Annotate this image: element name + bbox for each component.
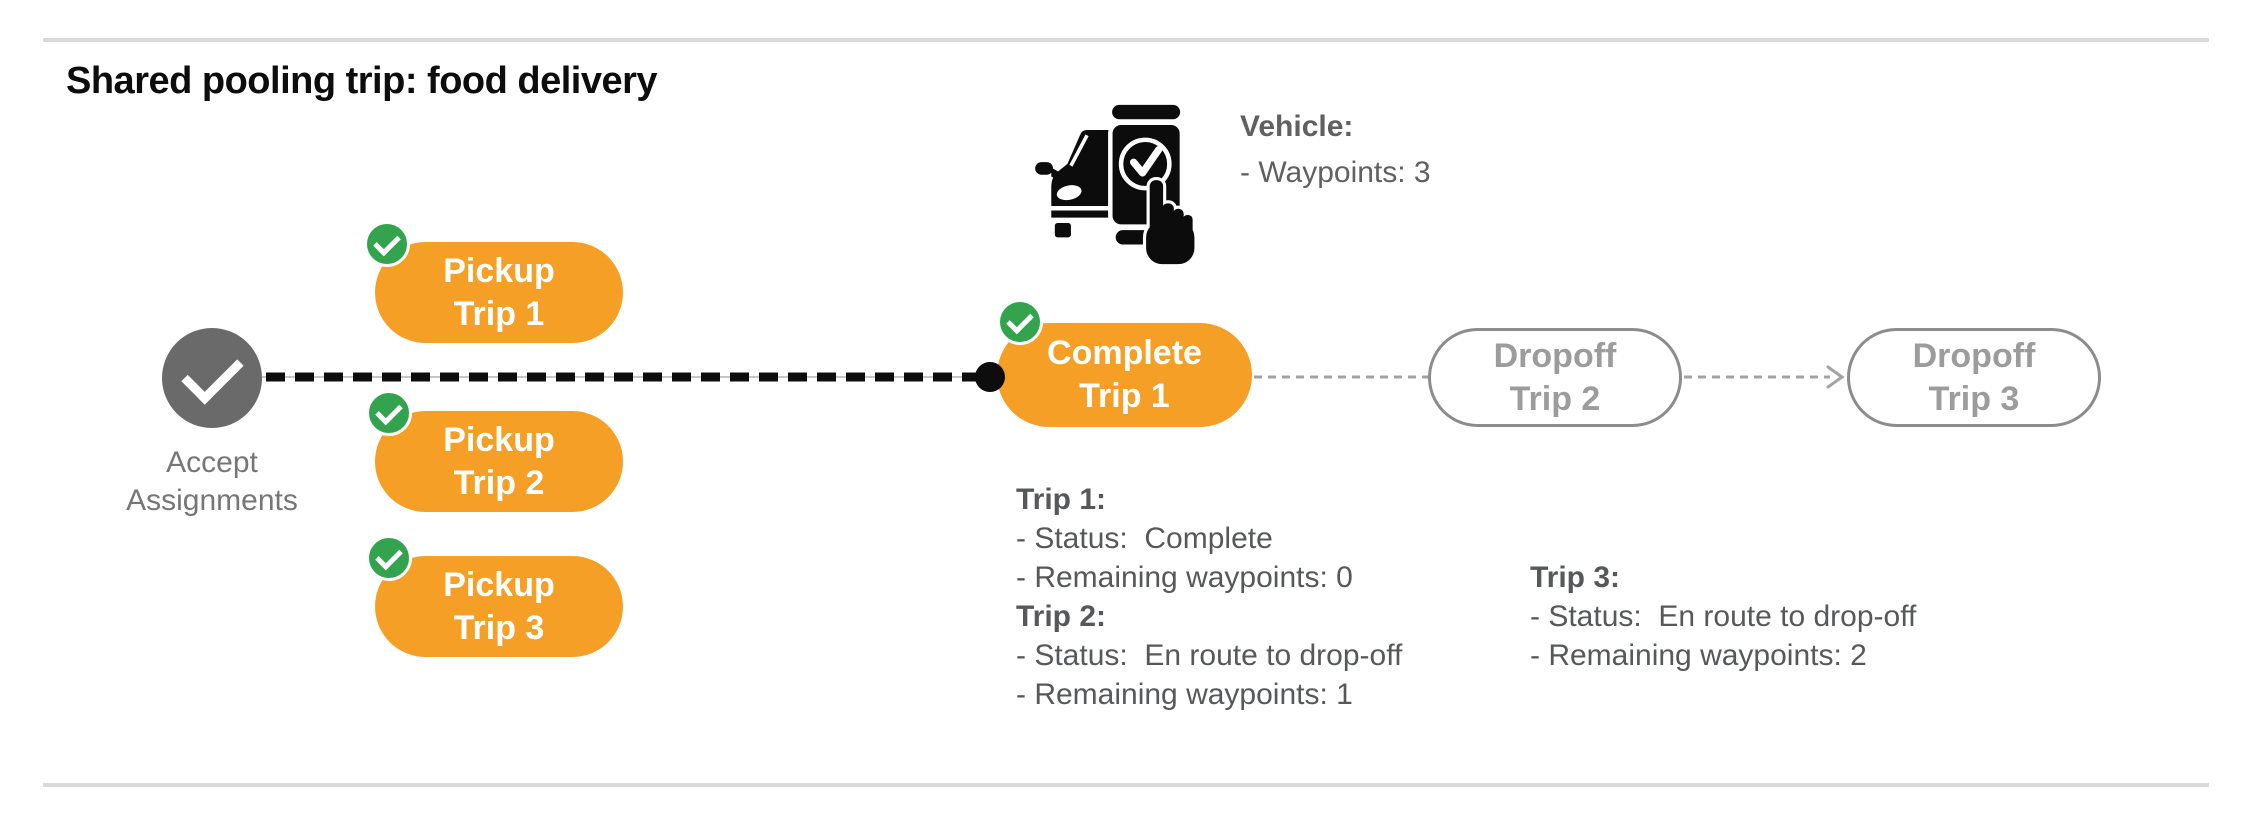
pickup-trip-1-node: Pickup Trip 1 <box>375 242 623 343</box>
dropoff-connector-2 <box>1684 365 1845 389</box>
check-badge <box>366 535 412 581</box>
page-title: Shared pooling trip: food delivery <box>66 60 658 102</box>
dropoff-connector-1 <box>1254 375 1428 379</box>
pill-line: Trip 3 <box>453 608 545 647</box>
trip-3-details: Trip 3: - Status: En route to drop-off -… <box>1530 558 1916 675</box>
trip-3-heading: Trip 3: <box>1530 561 1621 594</box>
trip-1-status: - Status: Complete <box>1016 522 1273 555</box>
trip-3-remaining: - Remaining waypoints: 2 <box>1530 639 1867 672</box>
check-icon <box>375 542 403 570</box>
pill-line: Trip 2 <box>453 463 545 502</box>
check-icon <box>375 397 403 425</box>
bottom-divider <box>43 783 2209 787</box>
accept-label-line1: Accept <box>166 446 258 479</box>
pill-line: Pickup <box>443 251 555 290</box>
pill-line: Dropoff <box>1493 336 1617 375</box>
check-badge <box>997 299 1043 345</box>
pill-line: Pickup <box>443 420 555 459</box>
complete-trip-1-node: Complete Trip 1 <box>997 323 1252 427</box>
trip-2-status: - Status: En route to drop-off <box>1016 639 1403 672</box>
vehicle-legend: Vehicle: - Waypoints: 3 <box>1240 104 1431 196</box>
trip-1-heading: Trip 1: <box>1016 483 1107 516</box>
check-icon <box>1006 306 1034 334</box>
pill-line: Dropoff <box>1912 336 2036 375</box>
pill-line: Complete <box>1047 334 1202 372</box>
pickup-trip-2-node: Pickup Trip 2 <box>375 411 623 512</box>
car-phone-check-icon <box>1035 104 1198 268</box>
trip-1-remaining: - Remaining waypoints: 0 <box>1016 561 1353 594</box>
assignment-dashed-connector <box>262 372 988 382</box>
accept-label-line2: Assignments <box>126 484 298 517</box>
check-badge <box>364 221 410 267</box>
trip-2-heading: Trip 2: <box>1016 600 1107 633</box>
trip-2-remaining: - Remaining waypoints: 1 <box>1016 678 1353 711</box>
pickup-trip-3-node: Pickup Trip 3 <box>375 556 623 657</box>
pill-line: Trip 1 <box>1079 377 1170 415</box>
pill-line: Trip 1 <box>453 294 545 333</box>
accept-assignments-label: Accept Assignments <box>62 444 362 520</box>
accept-assignments-node <box>162 328 262 428</box>
pill-line: Pickup <box>443 565 555 604</box>
check-badge <box>366 390 412 436</box>
trip-3-status: - Status: En route to drop-off <box>1530 600 1917 633</box>
top-divider <box>43 38 2209 42</box>
arrowhead-icon <box>1826 365 1845 389</box>
trip-1-2-details: Trip 1: - Status: Complete - Remaining w… <box>1016 480 1402 714</box>
current-position-dot <box>975 362 1005 392</box>
pill-line: Trip 3 <box>1928 379 2020 418</box>
check-icon <box>180 341 244 405</box>
vehicle-waypoints: - Waypoints: 3 <box>1240 156 1431 189</box>
dropoff-trip-2-node: Dropoff Trip 2 <box>1428 328 1682 427</box>
pill-line: Trip 2 <box>1509 379 1601 418</box>
check-icon <box>373 228 401 256</box>
vehicle-heading: Vehicle: <box>1240 110 1354 143</box>
dropoff-trip-3-node: Dropoff Trip 3 <box>1847 328 2101 427</box>
